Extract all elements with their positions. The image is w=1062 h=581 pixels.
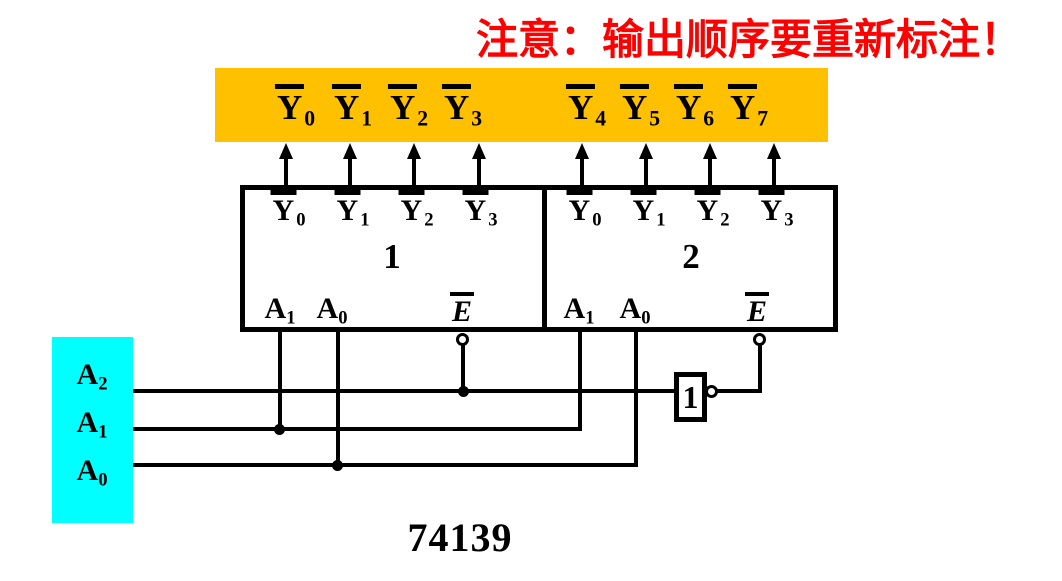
inverter-label: 1 xyxy=(682,379,699,415)
banner-output-label-1: Y1 xyxy=(331,84,372,131)
output-arrow-icon xyxy=(279,143,293,186)
output-arrow-icon xyxy=(767,143,781,186)
output-arrow-icon xyxy=(472,143,486,186)
junction-dot xyxy=(332,460,343,471)
decoder-block-outline xyxy=(240,185,838,332)
decoder2-number: 2 xyxy=(682,237,700,276)
output-arrow-icon xyxy=(575,143,589,186)
decoder2-pin-label-a1: A1 xyxy=(563,292,595,329)
junction-dot xyxy=(274,424,285,435)
decoder1-pin-label-a0: A0 xyxy=(316,292,348,329)
decoder1-number: 1 xyxy=(383,237,401,276)
input-label-a1: A1 xyxy=(76,406,108,443)
decoder2-a0-pin-wire xyxy=(634,327,638,467)
decoder1-enable-pin-wire xyxy=(461,345,465,393)
decoder-divider xyxy=(542,185,547,332)
a1-bus-wire xyxy=(133,427,582,431)
a0-bus-wire xyxy=(133,463,638,467)
decoder1-enable-bubble-icon xyxy=(456,333,469,346)
banner-output-label-2: Y2 xyxy=(387,84,428,131)
inverter-box: 1 xyxy=(674,372,707,422)
inverter-output-wire xyxy=(716,389,762,393)
decoder1-a0-pin-wire xyxy=(336,327,340,467)
output-arrow-icon xyxy=(343,143,357,186)
input-box: A2 A1 A0 xyxy=(52,337,133,523)
decoder2-a1-pin-wire xyxy=(578,327,582,431)
decoder2-enable-bubble-icon xyxy=(753,333,766,346)
input-label-a0: A0 xyxy=(76,454,108,491)
input-label-a2: A2 xyxy=(76,358,108,395)
banner-output-label-4: Y4 xyxy=(565,84,606,131)
chip-label: 74139 xyxy=(407,515,513,560)
a2-bus-wire xyxy=(133,389,676,393)
decoder1-a1-pin-wire xyxy=(278,327,282,431)
output-arrow-icon xyxy=(407,143,421,186)
decoder1-pin-label-enable: E xyxy=(449,292,475,328)
output-arrow-icon xyxy=(639,143,653,186)
banner-output-label-3: Y3 xyxy=(441,84,482,131)
decoder2-pin-label-a0: A0 xyxy=(619,292,651,329)
decoder2-enable-pin-wire xyxy=(758,345,762,393)
decoder2-pin-label-enable: E xyxy=(744,292,770,328)
output-banner: Y0 Y1 Y2 Y3 Y4 Y5 Y6 Y7 xyxy=(215,68,828,142)
banner-output-label-6: Y6 xyxy=(673,84,714,131)
banner-output-label-7: Y7 xyxy=(727,84,768,131)
output-arrow-icon xyxy=(703,143,717,186)
banner-output-label-0: Y0 xyxy=(274,84,315,131)
decoder1-pin-label-a1: A1 xyxy=(264,292,296,329)
banner-output-label-5: Y5 xyxy=(619,84,660,131)
note-heading: 注意：输出顺序要重新标注！ xyxy=(475,15,1023,64)
junction-dot xyxy=(458,386,469,397)
